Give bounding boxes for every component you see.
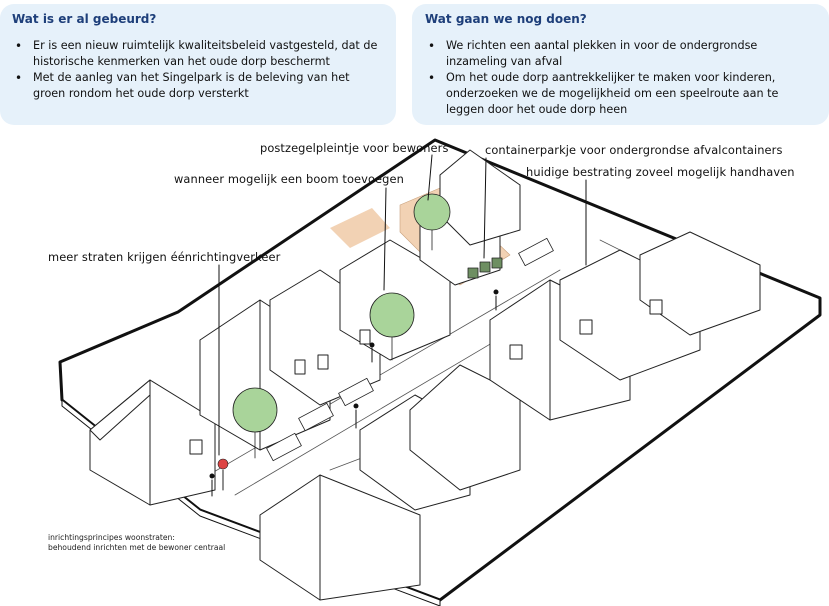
list-item: Om het oude dorp aantrekkelijker te make… <box>425 70 817 118</box>
list-item: Met de aanleg van het Singelpark is de b… <box>12 70 384 102</box>
tree <box>232 387 278 433</box>
panel-title-todo: Wat gaan we nog doen? <box>425 12 587 26</box>
callout-add-tree: wanneer mogelijk een boom toevoegen <box>174 172 404 186</box>
parked-cars <box>266 237 554 462</box>
list-item: Er is een nieuw ruimtelijk kwaliteitsbel… <box>12 38 384 70</box>
trees <box>232 193 451 459</box>
footnote-line-1: inrichtingsprincipes woonstraten: <box>48 533 175 542</box>
panel-title-done: Wat is er al gebeurd? <box>12 12 157 26</box>
list-item: We richten een aantal plekken in voor de… <box>425 38 817 70</box>
info-panel-done: Wat is er al gebeurd? Er is een nieuw ru… <box>0 4 396 125</box>
done-list: Er is een nieuw ruimtelijk kwaliteitsbel… <box>12 38 384 102</box>
callout-one-way: meer straten krijgen éénrichtingverkeer <box>48 250 281 264</box>
callout-lines <box>218 154 587 456</box>
people <box>209 289 499 497</box>
callout-pocket-square: postzegelpleintje voor bewoners <box>260 141 449 155</box>
tree <box>413 193 451 231</box>
houses-right <box>259 231 761 601</box>
tree <box>369 292 415 338</box>
street-diagram <box>58 138 822 606</box>
info-panel-todo: Wat gaan we nog doen? We richten een aan… <box>412 4 829 125</box>
callout-container-park: containerparkje voor ondergrondse afvalc… <box>485 143 783 157</box>
todo-list: We richten een aantal plekken in voor de… <box>425 38 817 118</box>
callout-paving: huidige bestrating zoveel mogelijk handh… <box>526 165 795 179</box>
footnote: inrichtingsprincipes woonstraten: behoud… <box>48 533 225 553</box>
footnote-line-2: behoudend inrichten met de bewoner centr… <box>48 543 226 552</box>
waste-containers <box>467 257 503 279</box>
one-way-sign <box>217 458 229 491</box>
